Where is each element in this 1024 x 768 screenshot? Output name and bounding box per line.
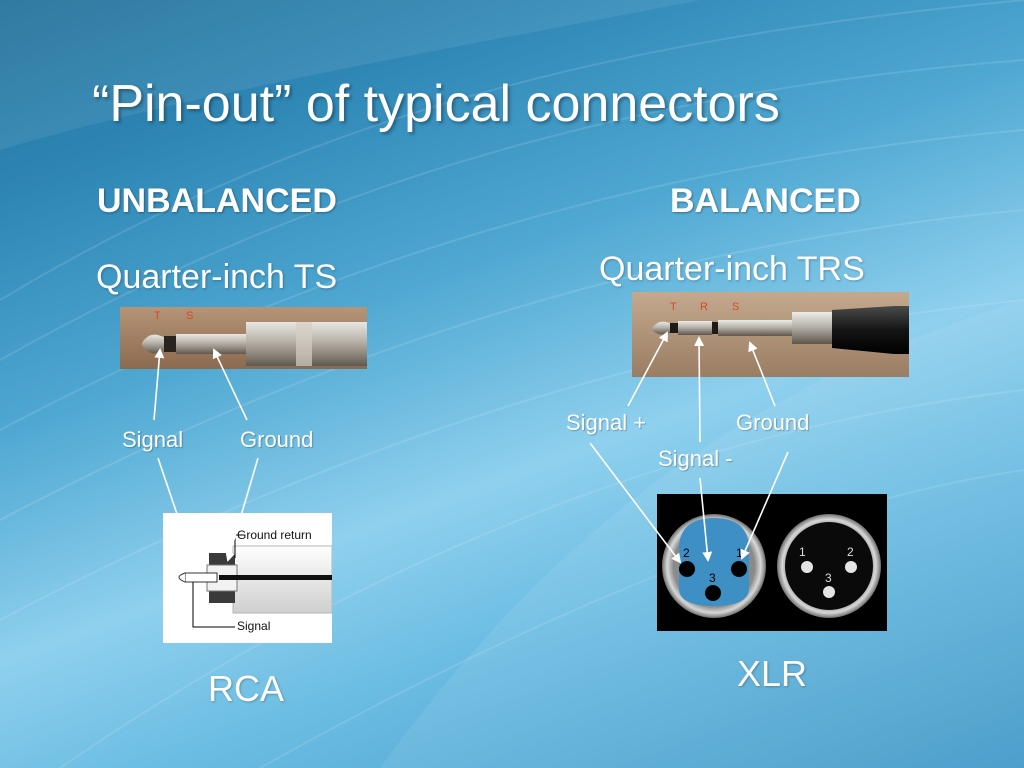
trs-signal-plus-label: Signal + <box>566 410 647 435</box>
ts-connector-title: Quarter-inch TS <box>96 258 338 296</box>
trs-ring-letter: R <box>700 301 708 313</box>
trs-plug-photo: T R S <box>632 292 909 377</box>
trs-tip-letter: T <box>670 301 677 313</box>
ts-ground-label: Ground <box>240 427 314 452</box>
xlr-male-pin-2: 2 <box>847 545 854 559</box>
balanced-heading: BALANCED <box>670 182 861 220</box>
xlr-male-pin-3: 3 <box>825 571 832 585</box>
rca-title: RCA <box>208 668 285 709</box>
rca-signal-label: Signal <box>237 619 270 633</box>
trs-ground-label: Ground <box>736 410 810 435</box>
xlr-connectors-photo: 2 1 3 1 2 3 <box>657 494 887 631</box>
rca-diagram: Ground return Signal <box>163 513 332 643</box>
trs-sleeve-letter: S <box>732 301 739 313</box>
ts-signal-label: Signal <box>122 427 184 452</box>
xlr-female-pin-1: 1 <box>736 546 743 560</box>
xlr-male-face: 1 2 3 <box>777 514 881 618</box>
trs-connector-title: Quarter-inch TRS <box>599 250 865 288</box>
xlr-male-pin-1: 1 <box>799 545 806 559</box>
ts-sleeve-letter: S <box>186 310 193 322</box>
ts-tip-letter: T <box>154 310 161 322</box>
unbalanced-heading: UNBALANCED <box>97 182 337 220</box>
xlr-female-pin-3: 3 <box>709 571 716 585</box>
ts-plug-photo: T S <box>120 307 367 369</box>
trs-signal-minus-label: Signal - <box>658 446 733 471</box>
xlr-female-pin-2: 2 <box>683 546 690 560</box>
slide-title: “Pin-out” of typical connectors <box>92 75 780 133</box>
xlr-female-face: 2 1 3 <box>662 514 766 618</box>
xlr-title: XLR <box>737 653 808 694</box>
rca-ground-return-label: Ground return <box>237 528 312 542</box>
